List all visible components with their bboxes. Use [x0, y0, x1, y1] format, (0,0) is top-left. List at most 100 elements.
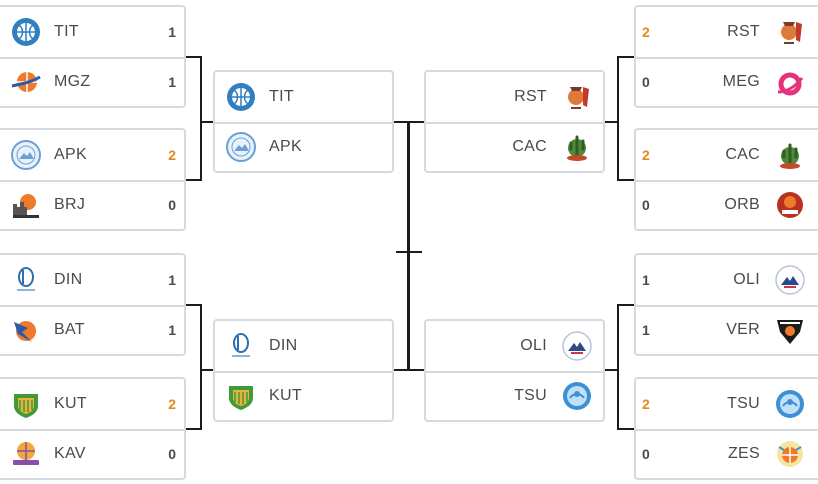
fortress-logo-icon: [13, 194, 39, 219]
team-name: TSU: [727, 394, 760, 412]
team-name: RST: [727, 22, 760, 40]
team-row[interactable]: 2 RST: [636, 7, 818, 57]
team-name: RST: [514, 87, 547, 105]
team-score: 1: [168, 74, 176, 91]
team-row[interactable]: DIN 1: [0, 255, 184, 305]
team-row[interactable]: KUT: [215, 370, 392, 421]
team-score: 1: [642, 322, 650, 339]
purple-ball-logo-icon: [13, 442, 39, 466]
left-qf-2[interactable]: APK 2 BRJ 0: [0, 128, 186, 231]
blue-ball-logo-icon: [776, 389, 804, 418]
right-qf-1[interactable]: 2 RST 0 MEG: [634, 5, 818, 108]
pink-a-logo-icon: [777, 72, 804, 96]
bracket-connector: [618, 428, 634, 430]
team-name: DIN: [269, 336, 298, 354]
black-orange-badge-logo-icon: [777, 320, 803, 345]
team-score: 0: [642, 197, 650, 214]
team-name: ZES: [727, 445, 760, 463]
team-score: 1: [168, 271, 176, 288]
oli-mountain-logo-icon: [562, 331, 592, 361]
right-sf-2[interactable]: OLI TSU: [424, 319, 605, 422]
team-row[interactable]: 2 TSU: [636, 379, 818, 429]
team-row[interactable]: 2 CAC: [636, 130, 818, 180]
team-score-winner: 2: [642, 395, 650, 412]
team-name: BRJ: [54, 196, 86, 214]
bracket-connector: [200, 56, 202, 181]
colorful-ball-logo-icon: [777, 441, 803, 468]
team-row[interactable]: 0 ORB: [636, 179, 818, 230]
team-score-winner: 2: [642, 146, 650, 163]
bracket-connector: [186, 56, 200, 58]
team-name: KUT: [269, 387, 302, 405]
team-name: DIN: [54, 270, 83, 288]
tower-logo-icon: [568, 86, 589, 109]
team-row[interactable]: RST: [426, 72, 603, 122]
left-sf-1[interactable]: TIT APK: [213, 70, 394, 173]
cactus-logo-icon: [780, 143, 800, 169]
team-row[interactable]: OLI: [426, 321, 603, 371]
team-name: MGZ: [54, 73, 91, 91]
team-score: 1: [168, 322, 176, 339]
team-row[interactable]: TSU: [426, 370, 603, 421]
team-name: APK: [54, 145, 87, 163]
basketball-blue-logo-icon: [12, 17, 40, 46]
left-qf-1[interactable]: TIT 1 MGZ 1: [0, 5, 186, 108]
team-row[interactable]: MGZ 1: [0, 56, 184, 107]
team-name: VER: [726, 321, 760, 339]
team-row[interactable]: BAT 1: [0, 304, 184, 355]
bracket-connector: [186, 304, 200, 306]
team-row[interactable]: DIN: [215, 321, 392, 371]
right-sf-1[interactable]: RST CAC: [424, 70, 605, 173]
left-qf-3[interactable]: DIN 1 BAT 1: [0, 253, 186, 356]
bracket-connector: [200, 369, 213, 371]
team-row[interactable]: TIT: [215, 72, 392, 122]
right-qf-4[interactable]: 2 TSU 0 ZES: [634, 377, 818, 480]
team-row[interactable]: APK 2: [0, 130, 184, 180]
dinamo-d-logo-icon: [17, 266, 35, 291]
bracket-connector: [186, 428, 200, 430]
bracket-connector: [617, 304, 619, 430]
right-qf-2[interactable]: 2 CAC 0 ORB: [634, 128, 818, 231]
oli-mountain-logo-icon: [775, 265, 805, 295]
basketball-blue-logo-icon: [227, 82, 255, 111]
bracket-connector: [617, 56, 619, 181]
team-name: APK: [269, 138, 302, 156]
team-score-winner: 2: [168, 146, 176, 163]
left-qf-4[interactable]: KUT 2 KAV 0: [0, 377, 186, 480]
bracket-connector: [407, 121, 410, 371]
bird-logo-icon: [14, 321, 36, 343]
team-row[interactable]: BRJ 0: [0, 179, 184, 230]
circle-blue-mountain-logo-icon: [11, 139, 41, 170]
team-row[interactable]: APK: [215, 121, 392, 172]
right-qf-3[interactable]: 1 OLI 1 VER: [634, 253, 818, 356]
team-row[interactable]: TIT 1: [0, 7, 184, 57]
dinamo-d-logo-icon: [232, 332, 250, 357]
blue-ball-logo-icon: [563, 382, 591, 411]
team-row[interactable]: CAC: [426, 121, 603, 172]
team-score: 1: [642, 271, 650, 288]
bracket-connector: [605, 369, 618, 371]
team-name: TSU: [514, 387, 547, 405]
team-row[interactable]: 0 ZES: [636, 428, 818, 479]
left-sf-2[interactable]: DIN KUT: [213, 319, 394, 422]
tower-logo-icon: [781, 21, 802, 44]
team-name: CAC: [725, 145, 760, 163]
team-row[interactable]: 1 VER: [636, 304, 818, 355]
bracket-connector: [605, 121, 618, 123]
bracket-connector: [618, 56, 634, 58]
team-score: 0: [642, 446, 650, 463]
green-shield-logo-icon: [229, 386, 253, 411]
bracket-connector: [618, 179, 634, 181]
team-row[interactable]: 0 MEG: [636, 56, 818, 107]
team-row[interactable]: KUT 2: [0, 379, 184, 429]
team-name: OLI: [733, 270, 760, 288]
team-row[interactable]: KAV 0: [0, 428, 184, 479]
bracket-connector: [186, 179, 200, 181]
team-name: CAC: [512, 138, 547, 156]
bracket-connector: [396, 251, 422, 253]
team-score-winner: 2: [642, 23, 650, 40]
team-row[interactable]: 1 OLI: [636, 255, 818, 305]
bracket-connector: [200, 121, 213, 123]
team-name: MEG: [722, 73, 760, 91]
orbeli-logo-icon: [777, 192, 803, 219]
